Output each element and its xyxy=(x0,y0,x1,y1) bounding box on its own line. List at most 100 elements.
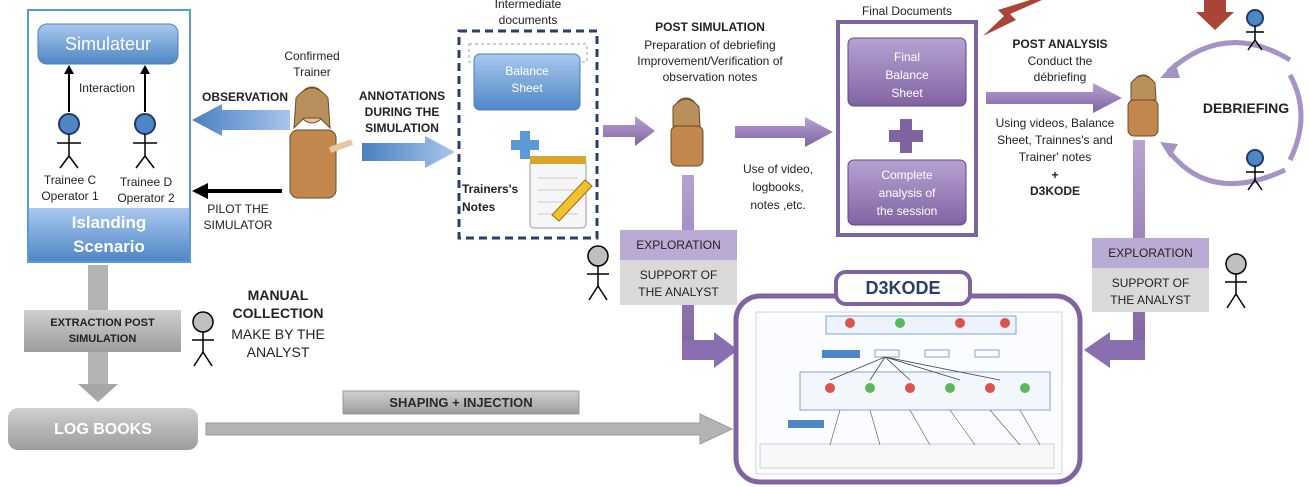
debriefing-cycle-arc-top xyxy=(1166,40,1292,74)
debriefing-cycle-arc-right xyxy=(1287,73,1304,162)
exploration-right-line-2: THE ANALYST xyxy=(1110,293,1191,307)
use-of-line-2: logbooks, xyxy=(752,180,804,194)
pilot-label-1: PILOT THE xyxy=(207,202,269,216)
exploration-right-line-1: SUPPORT OF xyxy=(1111,276,1190,290)
intermediate-documents-box xyxy=(457,29,599,240)
observation-label: OBSERVATION xyxy=(201,90,288,104)
final-balance-label-1: Final xyxy=(893,50,920,64)
d3kode-model-graph xyxy=(755,311,1063,475)
trainer-label-1: Confirmed xyxy=(284,49,340,63)
complete-analysis-label-3: the session xyxy=(876,204,938,218)
balance-sheet-scroll xyxy=(473,53,581,111)
analyst-figure-left xyxy=(587,245,609,301)
gray-down-arrowhead xyxy=(78,384,118,402)
annotations-label-1: ANNOTATIONS xyxy=(358,89,446,103)
analyst-figure-right xyxy=(1225,253,1247,309)
final-documents-title: Final Documents xyxy=(861,4,953,18)
shaping-injection-label-box xyxy=(342,390,580,415)
analyst-figure-manual xyxy=(192,311,214,367)
extraction-label-2: SIMULATION xyxy=(68,333,137,345)
manual-label-4: ANALYST xyxy=(246,344,310,360)
islanding-label: Islanding xyxy=(71,213,147,232)
post-analysis-line-1: Conduct the xyxy=(1027,54,1093,68)
annotations-arrow xyxy=(362,136,455,168)
intermediate-label-1: Intermediate xyxy=(494,0,562,11)
interaction-arrowhead-c xyxy=(64,65,74,74)
d3kode-title-tab xyxy=(834,270,972,306)
using-line-2: Sheet, Trainnes's and xyxy=(997,133,1113,147)
gray-down-connector xyxy=(88,265,108,310)
trainers-notes-label-2: Notes xyxy=(462,200,496,214)
arrow-to-debriefing xyxy=(986,83,1122,113)
trainee-d-figure xyxy=(133,113,157,169)
pilot-label-2: SIMULATOR xyxy=(203,218,273,232)
post-analysis-trainer-figure xyxy=(1127,74,1159,137)
using-plus: + xyxy=(1051,168,1059,182)
annotations-label-3: SIMULATION xyxy=(365,121,439,135)
simulateur-label: Simulateur xyxy=(64,34,152,54)
observation-arrow xyxy=(192,104,290,136)
using-line-3: Trainer' notes xyxy=(1018,150,1092,164)
extraction-label-1: EXTRACTION POST xyxy=(50,317,155,329)
trainee-c-figure xyxy=(57,113,81,169)
debriefing-trainee-bottom xyxy=(1246,149,1264,191)
trainee-c-label-2: Operator 1 xyxy=(41,189,99,203)
debriefing-trainee-top xyxy=(1246,9,1264,51)
d3kode-title: D3KODE xyxy=(865,278,941,298)
balance-sheet-label-1: Balance xyxy=(505,64,549,78)
exploration-right-header xyxy=(1092,238,1209,268)
post-simulation-line-2: Improvement/Verification of xyxy=(637,54,783,68)
shaping-injection-arrow xyxy=(205,413,734,445)
use-of-line-1: Use of video, xyxy=(742,162,814,176)
blue-plus-icon xyxy=(511,131,539,159)
trainee-d-label-2: Operator 2 xyxy=(117,191,175,205)
complete-analysis-label-2: analysis of xyxy=(878,186,936,200)
exploration-left-line-2: THE ANALYST xyxy=(638,285,719,299)
arrow-to-post-simulation xyxy=(603,116,655,146)
red-incoming-arrow-left xyxy=(983,0,1042,36)
purple-plus-icon xyxy=(889,119,923,153)
exploration-right-body xyxy=(1092,268,1209,312)
trainers-notes-label-1: Trainers's xyxy=(462,182,519,196)
post-simulation-line-1: Preparation of debriefing xyxy=(644,38,776,52)
post-simulation-trainer-figure xyxy=(670,97,704,167)
logbooks-label: LOG BOOKS xyxy=(54,421,152,438)
interaction-arrowhead-d xyxy=(140,65,150,74)
annotations-label-2: DURING THE xyxy=(364,105,440,119)
trainer-label-2: Trainer xyxy=(293,65,331,79)
use-of-line-3: notes ,etc. xyxy=(750,198,806,212)
scenario-label: Scenario xyxy=(73,237,145,256)
red-incoming-arrow-right xyxy=(1196,0,1234,30)
intermediate-label-2: documents xyxy=(498,13,558,27)
arrow-to-final-documents xyxy=(735,117,833,147)
complete-analysis-scroll xyxy=(847,159,967,226)
simulateur-box xyxy=(37,23,179,65)
post-analysis-title: POST ANALYSIS xyxy=(1012,37,1108,51)
complete-analysis-label-1: Complete xyxy=(881,168,933,182)
post-simulation-title: POST SIMULATION xyxy=(655,20,765,34)
logbooks-box xyxy=(8,408,198,450)
right-purple-connector-arrow xyxy=(1084,332,1145,368)
final-balance-label-2: Balance xyxy=(885,68,929,82)
manual-label-1: MANUAL xyxy=(247,287,309,303)
interaction-label: Interaction xyxy=(78,81,136,95)
trainee-c-label-1: Trainee C xyxy=(43,173,97,187)
post-simulation-line-3: observation notes xyxy=(662,70,758,84)
trainee-d-label-1: Trainee D xyxy=(119,175,173,189)
final-balance-label-3: Sheet xyxy=(891,86,923,100)
manual-label-3: MAKE BY THE xyxy=(231,326,325,342)
debriefing-cycle-arc-bottom xyxy=(1166,148,1287,187)
confirmed-trainer-figure xyxy=(289,86,354,199)
notepad-pencil-icon xyxy=(529,156,593,229)
debriefing-label: DEBRIEFING xyxy=(1202,100,1290,116)
extraction-post-simulation-box xyxy=(24,310,181,352)
using-d3kode: D3KODE xyxy=(1029,184,1080,198)
manual-label-2: COLLECTION xyxy=(232,305,324,321)
left-purple-connector-arrow xyxy=(682,332,738,368)
balance-sheet-label-2: Sheet xyxy=(511,81,543,95)
final-balance-scroll xyxy=(847,37,967,107)
using-line-1: Using videos, Balance xyxy=(995,116,1115,130)
exploration-left-body xyxy=(620,260,737,305)
